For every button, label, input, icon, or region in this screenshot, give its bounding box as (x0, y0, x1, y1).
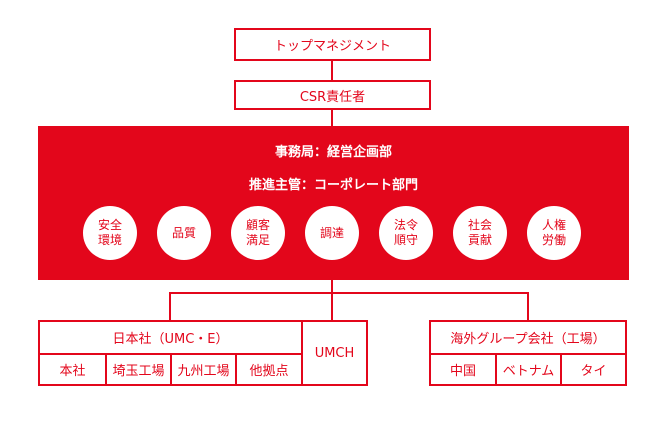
japan-divider-horizontal (40, 353, 301, 355)
theme-human-rights-labor: 人権労働 (527, 206, 581, 260)
theme-safety-environment: 安全環境 (83, 206, 137, 260)
csr-officer-label: CSR責任者 (299, 89, 366, 105)
connector-top-csr (331, 61, 333, 80)
umch-label: UMCH (314, 345, 355, 361)
japan-site-divider (235, 355, 237, 384)
site-vietnam: ベトナム (502, 364, 555, 379)
site-headquarters: 本社 (59, 364, 86, 379)
japan-group: 日本社（UMC・E） UMCH 本社 埼玉工場 九州工場 他拠点 (38, 320, 368, 386)
overseas-title: 海外グループ会社（工場） (450, 332, 606, 347)
site-kyushu: 九州工場 (177, 364, 230, 379)
site-other: 他拠点 (249, 364, 289, 379)
japan-site-divider (170, 355, 172, 384)
overseas-site-divider (560, 355, 562, 384)
overseas-site-divider (495, 355, 497, 384)
site-thailand: タイ (580, 364, 607, 379)
connector-umch (331, 292, 333, 320)
site-saitama: 埼玉工場 (112, 364, 165, 379)
theme-compliance: 法令順守 (379, 206, 433, 260)
top-management-label: トップマネジメント (273, 39, 391, 54)
theme-quality: 品質 (157, 206, 211, 260)
umch-divider (301, 322, 303, 384)
japan-site-divider (105, 355, 107, 384)
overseas-divider-horizontal (431, 353, 625, 355)
theme-procurement: 調達 (305, 206, 359, 260)
connector-band-down (331, 280, 333, 294)
connector-overseas (527, 292, 529, 320)
connector-csr-band (331, 110, 333, 126)
secretariat-label: 事務局：経営企画部 (274, 145, 392, 160)
japan-title: 日本社（UMC・E） (112, 332, 229, 347)
theme-social-contribution: 社会貢献 (453, 206, 507, 260)
theme-customer-satisfaction: 顧客満足 (231, 206, 285, 260)
top-management-box: トップマネジメント (234, 28, 431, 61)
site-china: 中国 (449, 364, 476, 379)
connector-japan (169, 292, 171, 320)
overseas-group: 海外グループ会社（工場） 中国 ベトナム タイ (429, 320, 627, 386)
csr-officer-box: CSR責任者 (234, 80, 431, 110)
promotion-label: 推進主管：コーポレート部門 (248, 178, 418, 193)
connector-horizontal (169, 292, 529, 294)
